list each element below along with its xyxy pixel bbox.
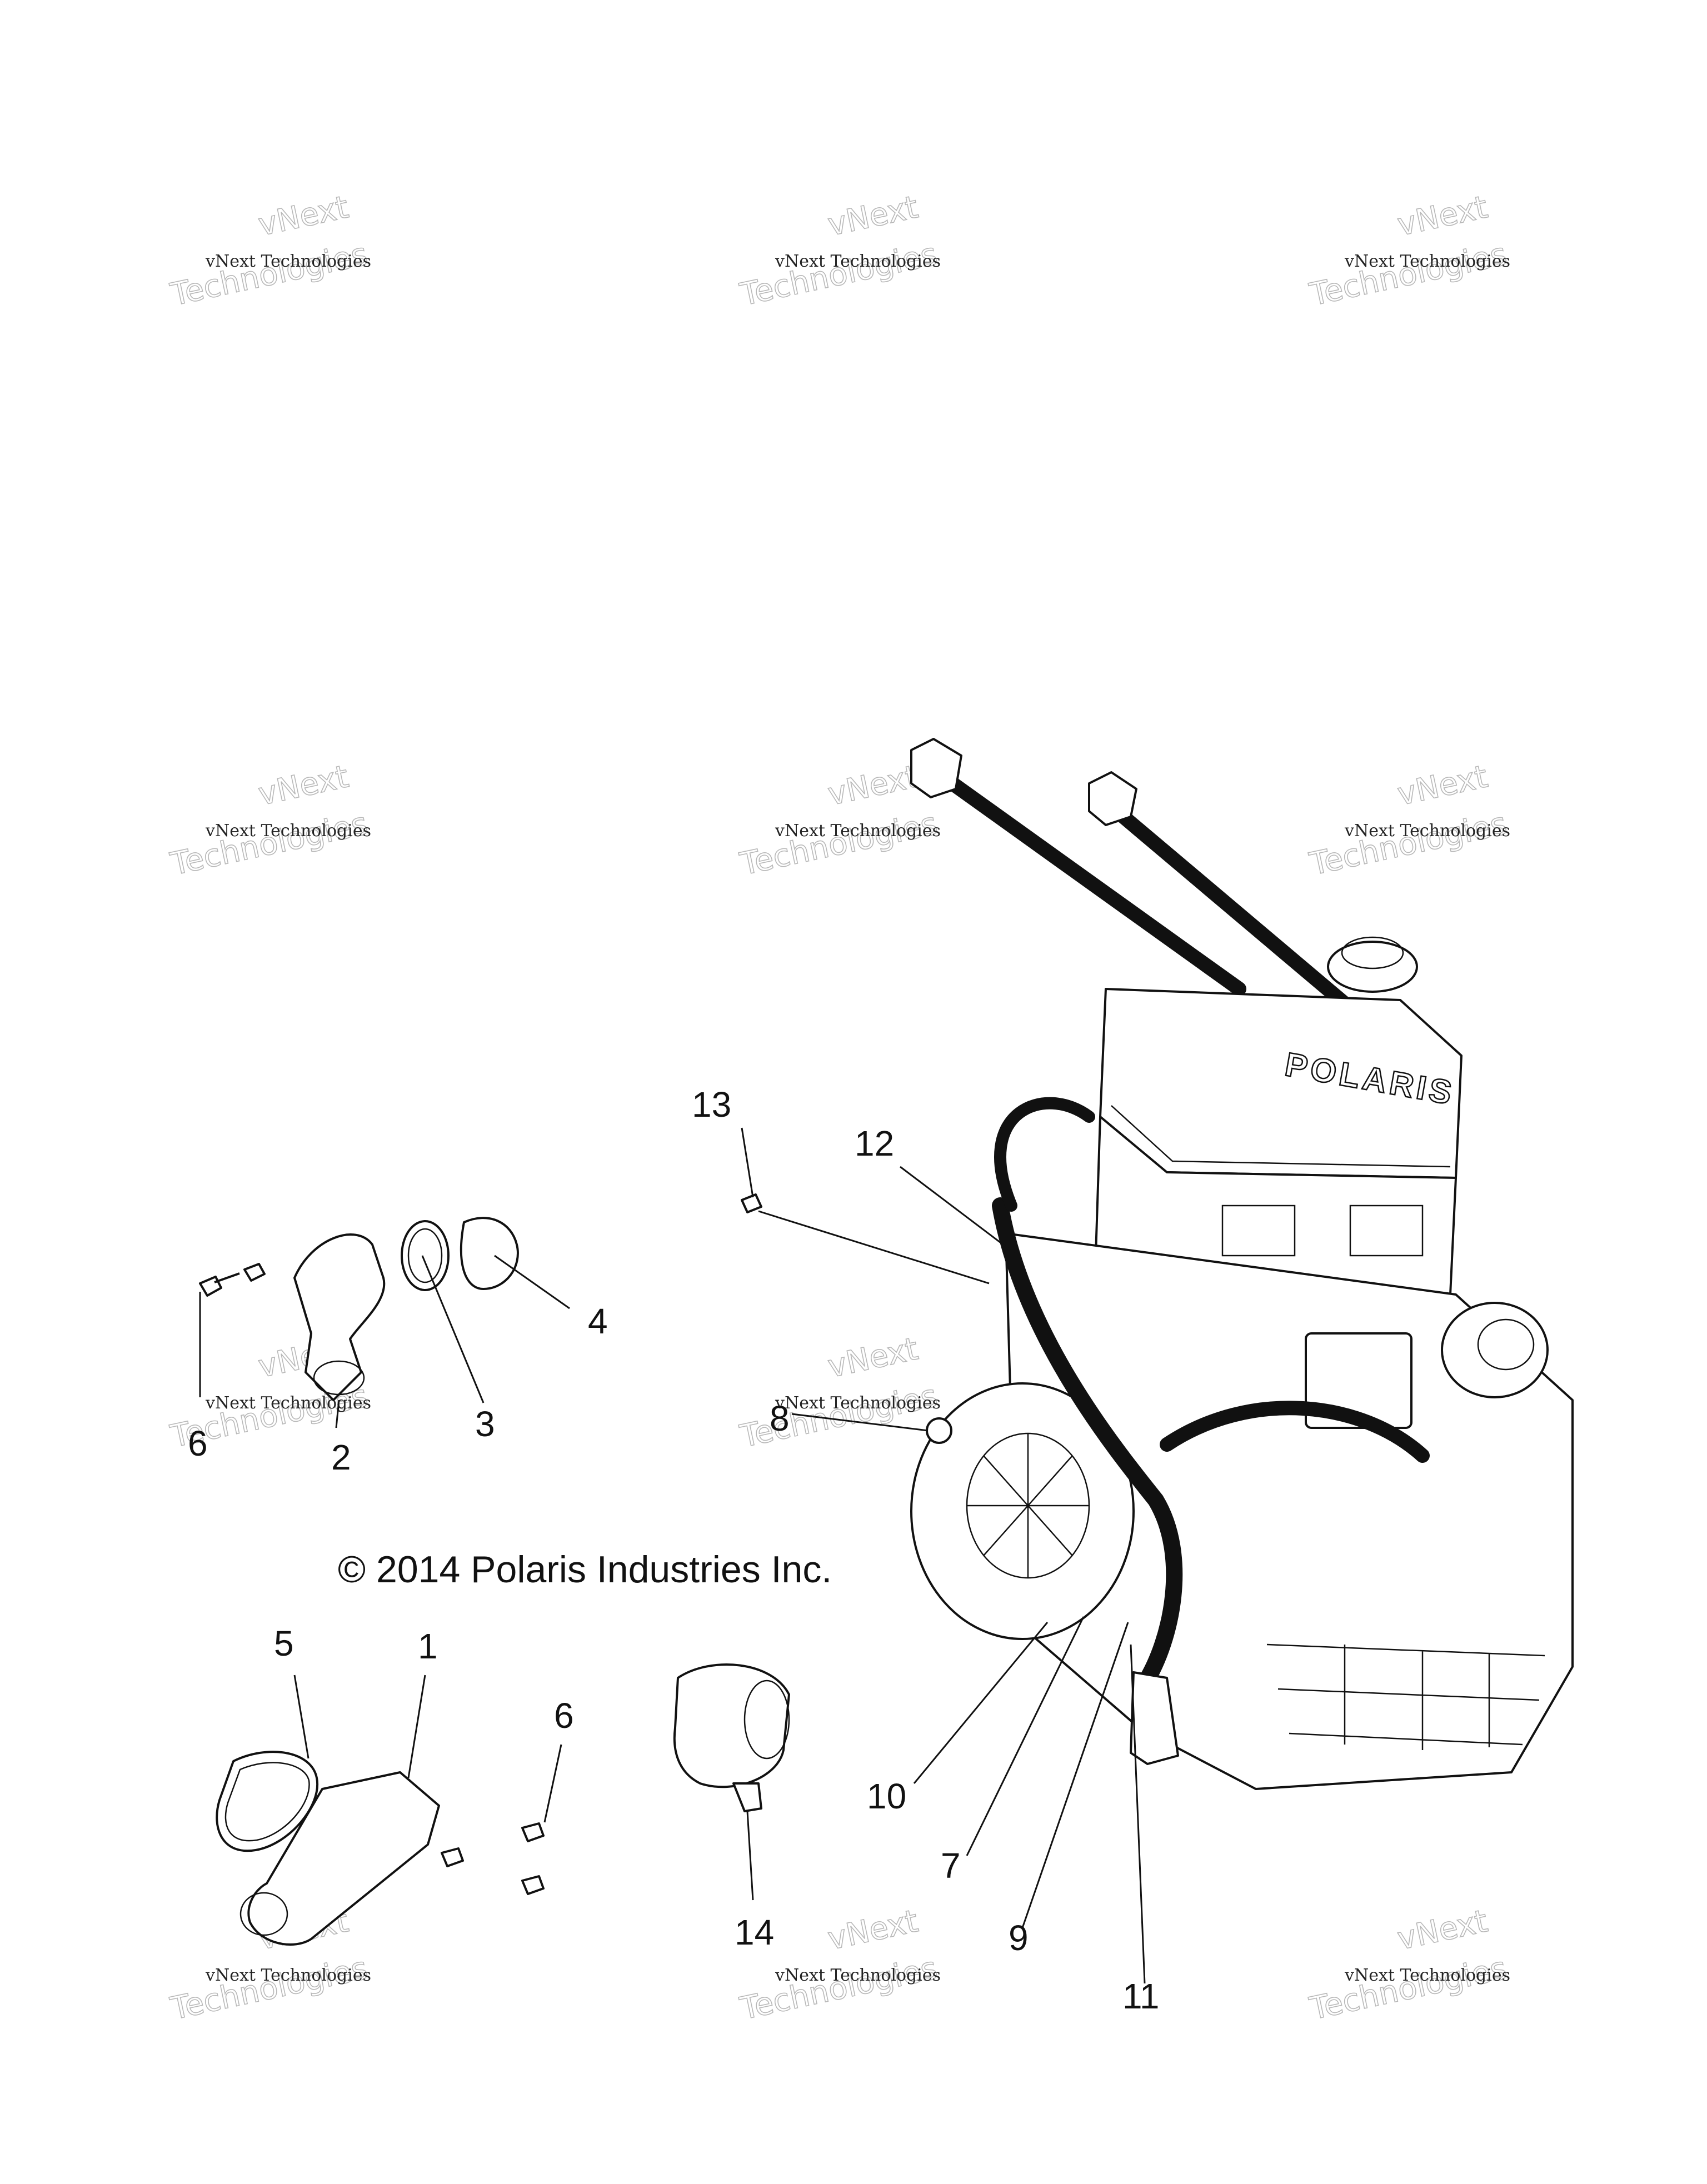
svg-text:vNext Technologies: vNext Technologies	[205, 1393, 371, 1413]
svg-text:vNext: vNext	[1394, 758, 1491, 813]
watermark-tile: vNext Technologies vNext Technologies	[736, 189, 941, 314]
callout-11: 11	[1122, 1976, 1159, 2016]
svg-text:vNext Technologies: vNext Technologies	[775, 821, 941, 841]
watermark-tile: vNext Technologies vNext Technologies	[736, 1331, 941, 1456]
water-outlet	[247, 1771, 440, 1946]
callout-13: 13	[692, 1084, 731, 1125]
svg-text:vNext: vNext	[825, 758, 921, 813]
thermostat	[460, 1217, 519, 1290]
stator-cover-spokes	[967, 1433, 1089, 1578]
callout-10: 10	[867, 1776, 906, 1816]
oil-cooler	[1305, 1332, 1412, 1429]
svg-text:vNext: vNext	[1394, 1903, 1491, 1957]
callout-6b: 6	[554, 1696, 574, 1736]
clamp-14-tab	[732, 1782, 762, 1812]
vent-hose-left	[937, 771, 1246, 996]
copyright-notice: © 2014 Polaris Industries Inc.	[338, 1548, 832, 1591]
svg-text:vNext Technologies: vNext Technologies	[205, 1966, 371, 1985]
clamp-14-opening	[743, 1680, 790, 1760]
coolant-outlet	[1130, 1671, 1179, 1765]
thermostat-housing	[293, 1233, 386, 1401]
exploded-parts	[199, 1193, 790, 1946]
callout-2: 2	[331, 1437, 351, 1477]
callout-3: 3	[475, 1404, 495, 1444]
watermark-tile: vNext Technologies vNext Technologies	[1306, 758, 1510, 883]
screw-13	[741, 1193, 762, 1213]
vent-hose-right	[1110, 804, 1374, 1029]
callout-9: 9	[1009, 1918, 1029, 1958]
coolant-hose-bypass	[994, 1097, 1095, 1212]
callouts: 1 2 3 4 5 6 6 7 8 9 10 11 12 13 14	[188, 1084, 1159, 2016]
svg-text:vNext Technologies: vNext Technologies	[1344, 821, 1510, 841]
svg-text:Technologies: Technologies	[167, 806, 371, 883]
watermark-tile: vNext Technologies vNext Technologies	[1306, 189, 1510, 314]
svg-text:Technologies: Technologies	[1306, 236, 1510, 313]
bolt-6d	[521, 1875, 545, 1895]
callout-4: 4	[588, 1301, 608, 1341]
svg-text:vNext Technologies: vNext Technologies	[775, 1393, 941, 1413]
svg-text:vNext: vNext	[255, 758, 352, 813]
intake-ports	[1221, 1205, 1424, 1257]
callout-5: 5	[274, 1623, 294, 1663]
svg-text:vNext Technologies: vNext Technologies	[1344, 1966, 1510, 1985]
watermark-tile: vNext Technologies vNext Technologies	[736, 758, 941, 883]
callout-7: 7	[941, 1846, 961, 1886]
watermark-tile: vNext Technologies vNext Technologies	[167, 189, 371, 314]
svg-text:Technologies: Technologies	[737, 806, 940, 883]
svg-text:vNext Technologies: vNext Technologies	[1344, 252, 1510, 271]
oil-filter	[1441, 1302, 1549, 1398]
water-outlet-port	[239, 1892, 288, 1936]
bolt-6c	[521, 1822, 545, 1842]
bolt-6e	[441, 1847, 464, 1867]
bolt-6a	[199, 1272, 240, 1297]
watermark-tile: vNext Technologies vNext Technologies	[167, 758, 371, 883]
oil-fill-cap	[1327, 941, 1418, 993]
callout-12: 12	[855, 1123, 894, 1163]
callout-8: 8	[770, 1398, 790, 1438]
bolt-6b	[243, 1263, 266, 1282]
svg-text:vNext Technologies: vNext Technologies	[775, 1966, 941, 1985]
svg-text:Technologies: Technologies	[737, 236, 940, 313]
callout-1: 1	[418, 1626, 438, 1666]
callout-6a: 6	[188, 1423, 208, 1463]
svg-text:vNext: vNext	[825, 189, 921, 243]
svg-text:vNext Technologies: vNext Technologies	[775, 252, 941, 271]
svg-text:vNext Technologies: vNext Technologies	[205, 252, 371, 271]
fitting-8	[926, 1417, 952, 1444]
svg-text:Technologies: Technologies	[737, 1378, 940, 1455]
valve-cover-edge	[1111, 1105, 1451, 1168]
svg-text:vNext Technologies: vNext Technologies	[205, 821, 371, 841]
svg-text:Technologies: Technologies	[737, 1950, 940, 2027]
engine-assembly: POLARIS	[910, 738, 1574, 1790]
callout-14: 14	[735, 1912, 774, 1952]
oil-pan-ribs	[1266, 1643, 1545, 1750]
svg-text:vNext: vNext	[255, 189, 352, 243]
oil-fill-cap-top	[1341, 936, 1404, 969]
thermostat-housing-port	[313, 1360, 365, 1396]
gasket-5-inner	[224, 1762, 310, 1842]
hose-fitting-right	[1088, 771, 1137, 826]
watermark-tile: vNext Technologies vNext Technologies	[1306, 1903, 1510, 2028]
clamp-14	[673, 1663, 790, 1788]
svg-text:vNext: vNext	[1394, 189, 1491, 243]
svg-text:vNext: vNext	[825, 1903, 921, 1957]
svg-text:Technologies: Technologies	[167, 236, 371, 313]
oil-filter-face	[1477, 1318, 1535, 1371]
leader-lines	[199, 1127, 1146, 1984]
svg-text:Technologies: Technologies	[1306, 806, 1510, 883]
svg-text:Technologies: Technologies	[1306, 1950, 1510, 2027]
hose-fitting-left	[910, 738, 962, 798]
svg-text:vNext: vNext	[825, 1331, 921, 1385]
svg-text:Technologies: Technologies	[167, 1950, 371, 2027]
coolant-hose-main	[992, 1197, 1183, 1692]
o-ring-3-inner	[407, 1228, 443, 1283]
o-ring-3	[401, 1220, 450, 1291]
coolant-hose-lower	[1160, 1401, 1430, 1463]
